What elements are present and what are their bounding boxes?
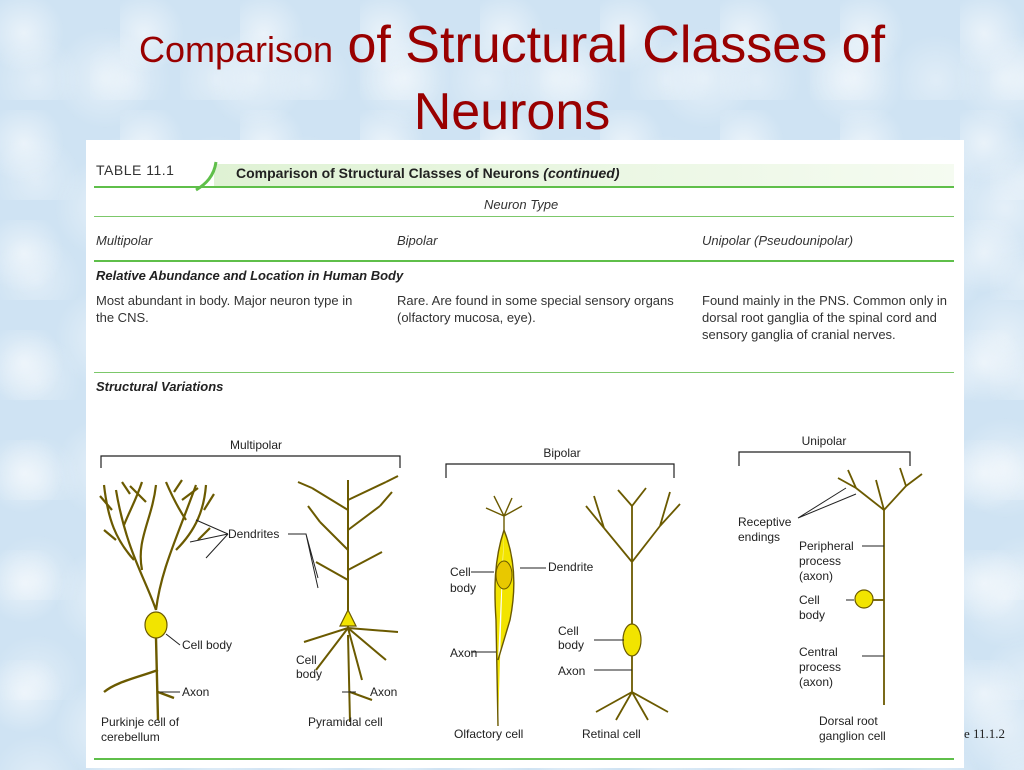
group-label-unipolar: Unipolar: [802, 434, 847, 448]
label-process-peripheral: process: [799, 554, 841, 568]
neuron-figure: Multipolar Bipolar Unipolar: [99, 434, 923, 744]
table-number: TABLE 11.1: [96, 162, 175, 178]
slide-title: Comparison of Structural Classes of Neur…: [0, 14, 1024, 143]
slide-number: e 11.1.2: [964, 726, 1006, 741]
table-rule-bottom: [94, 758, 954, 760]
label-body-olfactory: body: [450, 581, 476, 595]
abundance-unipolar: Found mainly in the PNS. Common only in …: [702, 293, 947, 342]
abundance-bipolar: Rare. Are found in some special sensory …: [397, 293, 674, 325]
table-rule-columns: [94, 260, 954, 262]
pyramidal-cell-drawing: [297, 475, 399, 723]
table-rule-top: [94, 186, 954, 188]
table-title: Comparison of Structural Classes of Neur…: [236, 165, 620, 181]
section-abundance-label: Relative Abundance and Location in Human…: [96, 268, 404, 283]
table-rule-abundance: [94, 372, 954, 373]
retinal-cell-drawing: [585, 487, 681, 721]
caption-purkinje-line1: Purkinje cell of: [101, 715, 180, 729]
label-body-retinal: body: [558, 638, 584, 652]
label-central: Central: [799, 645, 838, 659]
label-axon-retinal: Axon: [558, 664, 585, 678]
label-cell-olfactory: Cell: [450, 565, 471, 579]
slide-title-small: Comparison: [138, 29, 334, 70]
table-rule-group: [94, 216, 954, 217]
caption-purkinje-line2: cerebellum: [101, 730, 160, 744]
column-unipolar: Unipolar (Pseudounipolar): [702, 233, 854, 248]
table-header: TABLE 11.1 Comparison of Structural Clas…: [94, 158, 954, 192]
slide-title-main: of Structural Classes of: [333, 16, 886, 74]
group-label-multipolar: Multipolar: [230, 438, 282, 452]
label-axon-olfactory: Axon: [450, 646, 477, 660]
group-brackets: [100, 451, 911, 478]
column-bipolar: Bipolar: [397, 233, 438, 248]
label-body-pyramidal: body: [296, 667, 322, 681]
purkinje-cell-drawing: [99, 479, 215, 721]
caption-dorsal-line2: ganglion cell: [819, 729, 886, 743]
caption-retinal: Retinal cell: [582, 727, 641, 741]
label-cell-retinal: Cell: [558, 624, 579, 638]
abundance-multipolar: Most abundant in body. Major neuron type…: [96, 293, 353, 325]
caption-pyramidal: Pyramidal cell: [308, 715, 383, 729]
label-cell-body-purkinje: Cell body: [182, 638, 232, 652]
label-axon-central: (axon): [799, 675, 833, 689]
label-endings: endings: [738, 530, 780, 544]
swoosh-icon: [195, 161, 218, 192]
table-panel: TABLE 11.1 Comparison of Structural Clas…: [86, 140, 964, 768]
table-title-text: Comparison of Structural Classes of Neur…: [236, 165, 540, 181]
table-title-bar: [214, 164, 954, 188]
unipolar-cell-drawing: [837, 467, 923, 705]
label-peripheral: Peripheral: [799, 539, 854, 553]
label-receptive: Receptive: [738, 515, 792, 529]
label-cell-unipolar: Cell: [799, 593, 820, 607]
label-dendrite: Dendrite: [548, 560, 594, 574]
slide-title-line2: Neurons: [413, 83, 611, 141]
table-title-suffix: (continued): [543, 165, 620, 181]
caption-dorsal-line1: Dorsal root: [819, 714, 878, 728]
label-axon-peripheral: (axon): [799, 569, 833, 583]
section-structure-label: Structural Variations: [96, 379, 224, 394]
label-axon-pyramidal: Axon: [370, 685, 397, 699]
olfactory-cell-drawing: [485, 495, 523, 727]
caption-olfactory: Olfactory cell: [454, 727, 523, 741]
group-header: Neuron Type: [484, 197, 559, 212]
label-cell-pyramidal: Cell: [296, 653, 317, 667]
label-process-central: process: [799, 660, 841, 674]
leader-lines: [160, 487, 884, 693]
label-axon-purkinje: Axon: [182, 685, 209, 699]
column-multipolar: Multipolar: [96, 233, 153, 248]
label-dendrites: Dendrites: [228, 527, 279, 541]
label-body-unipolar: body: [799, 608, 825, 622]
group-label-bipolar: Bipolar: [543, 446, 580, 460]
